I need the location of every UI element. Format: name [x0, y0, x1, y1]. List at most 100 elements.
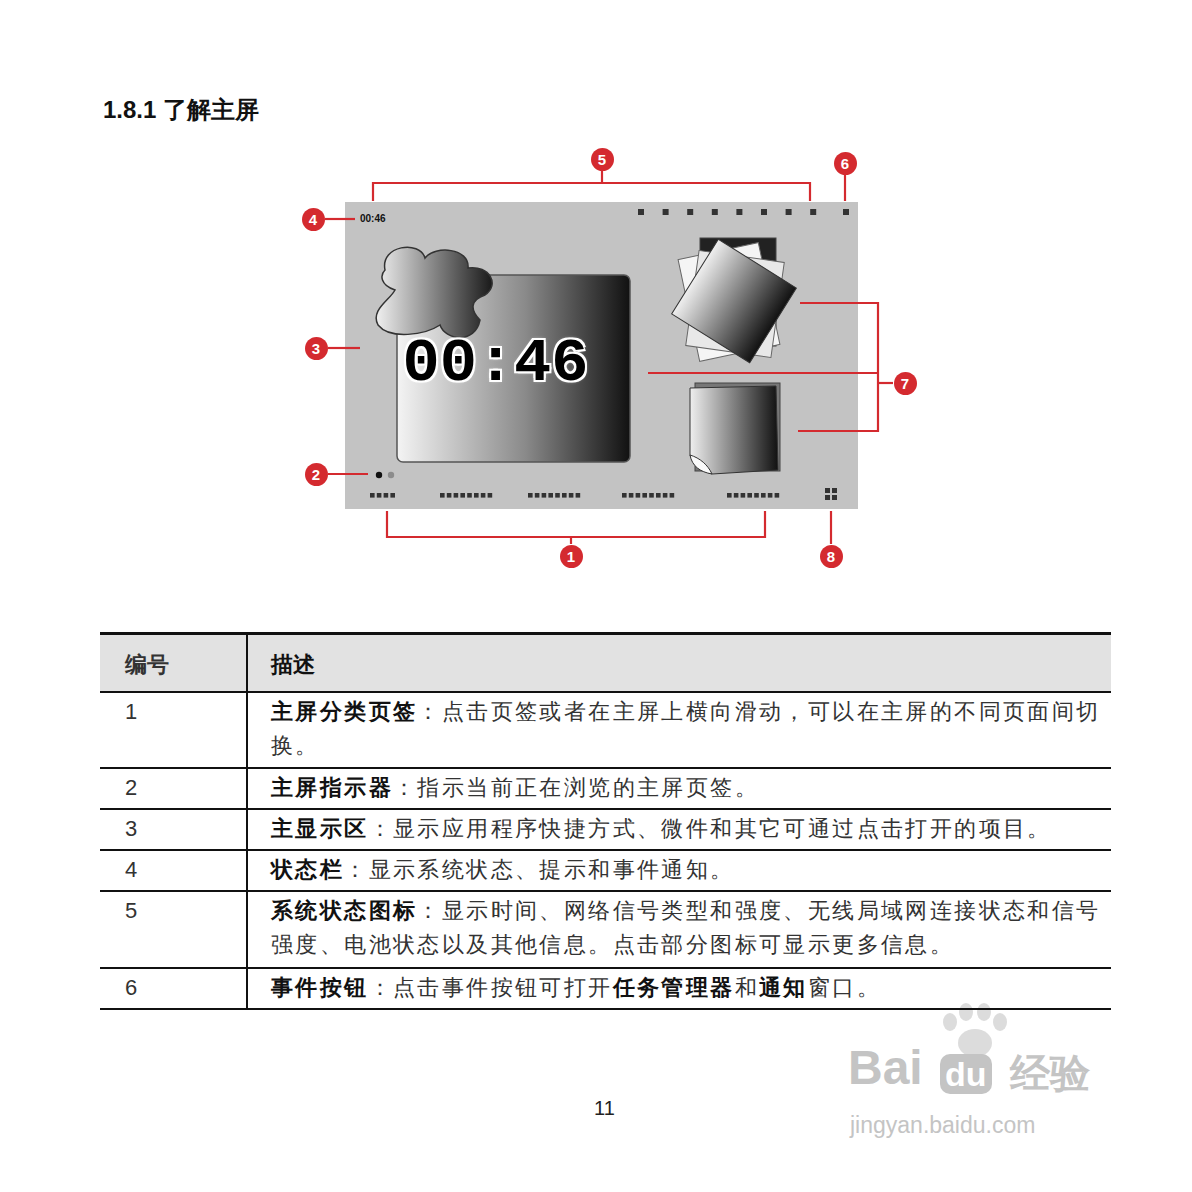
status-time: 00:46 — [360, 213, 386, 224]
tab-mark — [576, 493, 581, 498]
callout-number-text: 4 — [309, 212, 317, 227]
tab-mark — [447, 493, 452, 498]
tab-mark — [768, 493, 773, 498]
table-rule — [100, 691, 1111, 693]
cloud-sticker — [376, 247, 492, 337]
callout-number-text: 8 — [827, 549, 835, 564]
tab-mark — [481, 493, 486, 498]
callout-number-text: 1 — [567, 549, 575, 564]
tab-mark — [642, 493, 647, 498]
tab-marks — [370, 493, 779, 498]
callout-number-text: 6 — [841, 156, 849, 171]
table-rule — [100, 767, 1111, 769]
table-cell: 5 — [125, 894, 255, 928]
table-cell: 2 — [125, 771, 255, 805]
table-divider — [246, 633, 248, 1009]
tab-mark — [390, 493, 395, 498]
table-rule — [100, 967, 1111, 969]
status-icon — [638, 209, 644, 215]
page-dot — [388, 472, 394, 478]
tab-mark — [775, 493, 780, 498]
tab-mark — [636, 493, 641, 498]
table-rule — [100, 1008, 1111, 1010]
table-rule — [100, 808, 1111, 810]
table-row: 1 主屏分类页签：点击页签或者在主屏上横向滑动，可以在主屏的不同页面间切换。 — [100, 692, 1111, 768]
section-heading: 1.8.1 了解主屏 — [103, 94, 259, 126]
tab-mark — [384, 493, 389, 498]
table-row: 2 主屏指示器：指示当前正在浏览的主屏页签。 — [100, 768, 1111, 809]
row-number: 5 — [125, 898, 137, 923]
table-cell: 事件按钮：点击事件按钮可打开任务管理器和通知窗口。 — [271, 971, 1101, 1005]
description: ：点击事件按钮可打开 — [369, 975, 613, 1000]
home-screen: 00:4600:46 — [345, 202, 858, 509]
leader-line — [830, 511, 832, 544]
callout-number-text: 2 — [312, 467, 320, 482]
notebook-widget — [690, 383, 780, 474]
grid-icon — [825, 488, 837, 500]
watermark: jingyan.baidu.com — [850, 1112, 1035, 1139]
leader-line — [325, 218, 355, 220]
term: 通知 — [759, 975, 808, 1000]
tab-mark — [649, 493, 654, 498]
table-cell: 1 — [125, 695, 255, 729]
tab-mark — [548, 493, 553, 498]
screen-background — [345, 202, 858, 509]
tab-mark — [761, 493, 766, 498]
tab-mark — [555, 493, 560, 498]
description: 窗口。 — [808, 975, 881, 1000]
callout-number: 4 — [302, 208, 325, 231]
term: 主屏指示器 — [271, 775, 393, 800]
tab-mark — [562, 493, 567, 498]
leader-line — [601, 171, 603, 183]
callout-number: 2 — [305, 463, 328, 486]
leader-line — [648, 372, 878, 374]
clock-widget: 00:46 — [397, 275, 630, 462]
tab-mark — [656, 493, 661, 498]
callout-number: 7 — [894, 372, 917, 395]
callout-number-text: 7 — [901, 376, 909, 391]
leader-line — [328, 473, 368, 475]
row-number: 3 — [125, 816, 137, 841]
callout-number: 5 — [591, 148, 614, 171]
watermark: du — [940, 1054, 992, 1094]
status-icons — [638, 209, 849, 215]
callout-number: 8 — [820, 545, 843, 568]
callout-number: 6 — [834, 152, 857, 175]
tab-mark — [440, 493, 445, 498]
page-number: 11 — [594, 1097, 615, 1120]
tab-mark — [528, 493, 533, 498]
photo-stack — [672, 238, 797, 363]
tab-mark — [370, 493, 375, 498]
row-number: 4 — [125, 857, 137, 882]
table-cell: 主屏分类页签：点击页签或者在主屏上横向滑动，可以在主屏的不同页面间切换。 — [271, 695, 1101, 763]
leader-line — [373, 183, 810, 201]
row-number: 1 — [125, 699, 137, 724]
callout-number: 3 — [305, 337, 328, 360]
status-icon — [810, 209, 816, 215]
table-cell: 主屏指示器：指示当前正在浏览的主屏页签。 — [271, 771, 1101, 805]
description: ：显示系统状态、提示和事件通知。 — [344, 857, 734, 882]
tab-mark — [663, 493, 668, 498]
leader-line — [387, 511, 765, 537]
table-rule — [100, 632, 1111, 635]
term: 主显示区 — [271, 816, 369, 841]
callout-number: 1 — [560, 545, 583, 568]
table-cell: 编号 — [125, 648, 255, 682]
tab-mark — [569, 493, 574, 498]
table-row: 3主显示区：显示应用程序快捷方式、微件和其它可通过点击打开的项目。 — [100, 809, 1111, 850]
clock-digits: 00:46 — [379, 328, 612, 399]
leader-line — [798, 303, 878, 431]
watermark: Bai — [848, 1040, 923, 1095]
watermark-paw — [943, 1003, 1007, 1057]
term: 状态栏 — [271, 857, 344, 882]
watermark: 经验 — [1010, 1046, 1090, 1101]
table-row: 4 状态栏：显示系统状态、提示和事件通知。 — [100, 850, 1111, 891]
status-icon — [786, 209, 792, 215]
tab-mark — [467, 493, 472, 498]
tab-mark — [474, 493, 479, 498]
tab-mark — [460, 493, 465, 498]
tab-mark — [454, 493, 459, 498]
status-icon — [736, 209, 742, 215]
row-number: 6 — [125, 975, 137, 1000]
